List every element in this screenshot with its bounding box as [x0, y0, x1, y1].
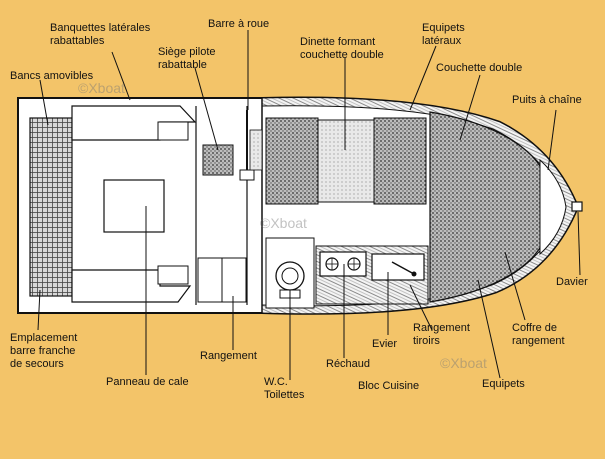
label-puits-chaine: Puits à chaîne	[512, 94, 582, 106]
label-emplacement: Emplacement barre franche de secours	[10, 332, 78, 370]
stern-bench	[29, 117, 73, 297]
watermark-center: ©Xboat	[260, 215, 307, 231]
seat-block-bottom	[157, 265, 189, 285]
label-davier: Davier	[556, 276, 588, 288]
leader-lines	[37, 30, 581, 380]
label-coffre: Coffre de rangement	[512, 322, 565, 347]
sink	[371, 253, 425, 281]
label-bloc-cuisine: Bloc Cuisine	[358, 380, 420, 392]
label-rangement-tiroirs: Rangement tiroirs	[413, 322, 470, 347]
label-panneau: Panneau de cale	[106, 376, 189, 388]
label-wc: W.C. Toilettes	[264, 376, 305, 401]
watermark-top: ©Xboat	[78, 80, 125, 96]
label-evier: Evier	[372, 338, 398, 350]
hatch-panel	[103, 179, 165, 233]
dinette-seat-aft	[265, 117, 319, 205]
label-couchette-double: Couchette double	[436, 62, 523, 74]
label-siege-pilote: Siège pilote rabattable	[158, 46, 216, 71]
toilet	[275, 261, 305, 291]
label-rechaud: Réchaud	[326, 358, 371, 370]
dinette-table	[317, 119, 375, 203]
bow-roller	[571, 201, 583, 212]
watermark-bottom: ©Xboat	[440, 355, 487, 371]
label-barre-roue: Barre à roue	[208, 18, 270, 30]
seat-block-top	[157, 121, 189, 141]
label-equipets-lateraux: Equipets latéraux	[422, 22, 465, 47]
label-dinette: Dinette formant couchette double	[300, 36, 384, 61]
label-banquettes: Banquettes latérales rabattables	[50, 22, 151, 47]
label-equipets: Equipets	[482, 378, 525, 390]
label-bancs-amovibles: Bancs amovibles	[10, 70, 94, 82]
dinette-seat-fwd	[373, 117, 427, 205]
label-rangement: Rangement	[200, 350, 257, 362]
v-berth	[429, 111, 557, 303]
chain-locker	[539, 158, 567, 256]
